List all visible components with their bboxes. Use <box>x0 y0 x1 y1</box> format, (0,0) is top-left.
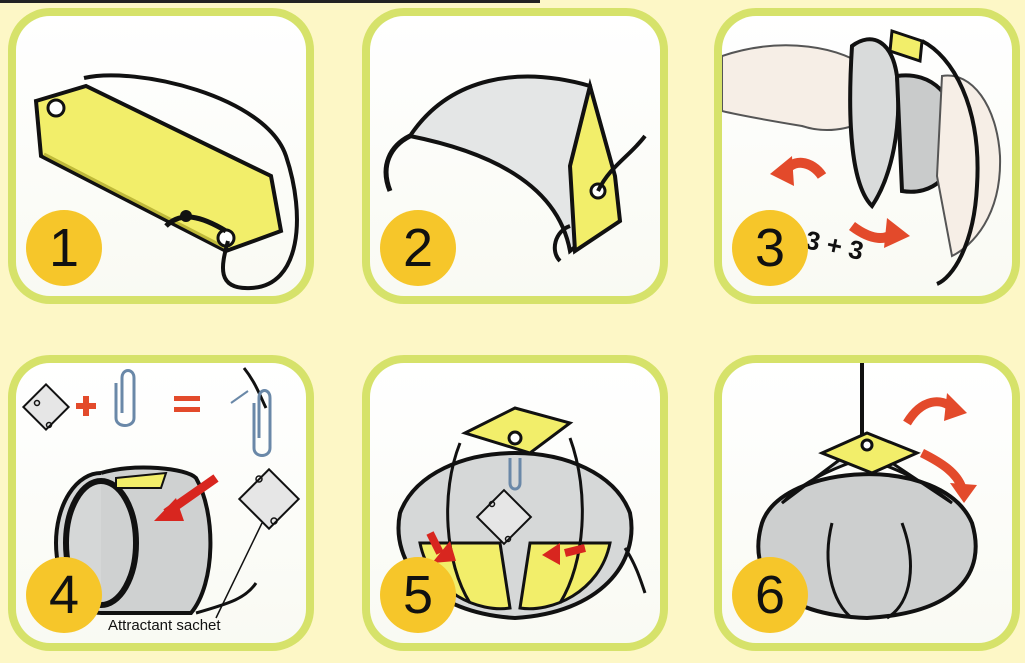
step-panel-2: 2 <box>362 8 668 304</box>
step-number-badge: 4 <box>26 557 102 633</box>
step-number-badge: 2 <box>380 210 456 286</box>
attractant-sachet-icon <box>239 469 298 528</box>
step-number-badge: 3 <box>732 210 808 286</box>
step-1-illustration: 1 <box>16 16 306 296</box>
step-panel-6: 6 <box>714 355 1020 651</box>
step-6-illustration: 6 <box>722 363 1012 643</box>
sachet-icon <box>23 384 68 429</box>
step-panel-4: 4 Attractant sachet <box>8 355 314 651</box>
step-panel-1: 1 <box>8 8 314 304</box>
step-number-badge: 1 <box>26 210 102 286</box>
step-5-illustration: 5 <box>370 363 660 643</box>
step-panel-5: 5 <box>362 355 668 651</box>
step-4-illustration: 4 Attractant sachet <box>16 363 306 643</box>
step-number-badge: 6 <box>732 557 808 633</box>
step-number-badge: 5 <box>380 557 456 633</box>
top-rule <box>0 0 540 3</box>
step-2-illustration: 2 <box>370 16 660 296</box>
step-panel-3: 3 + 3 3 <box>714 8 1020 304</box>
attractant-sachet-caption: Attractant sachet <box>108 617 221 634</box>
paperclip-icon <box>116 371 134 426</box>
step-3-illustration: 3 + 3 3 <box>722 16 1012 296</box>
